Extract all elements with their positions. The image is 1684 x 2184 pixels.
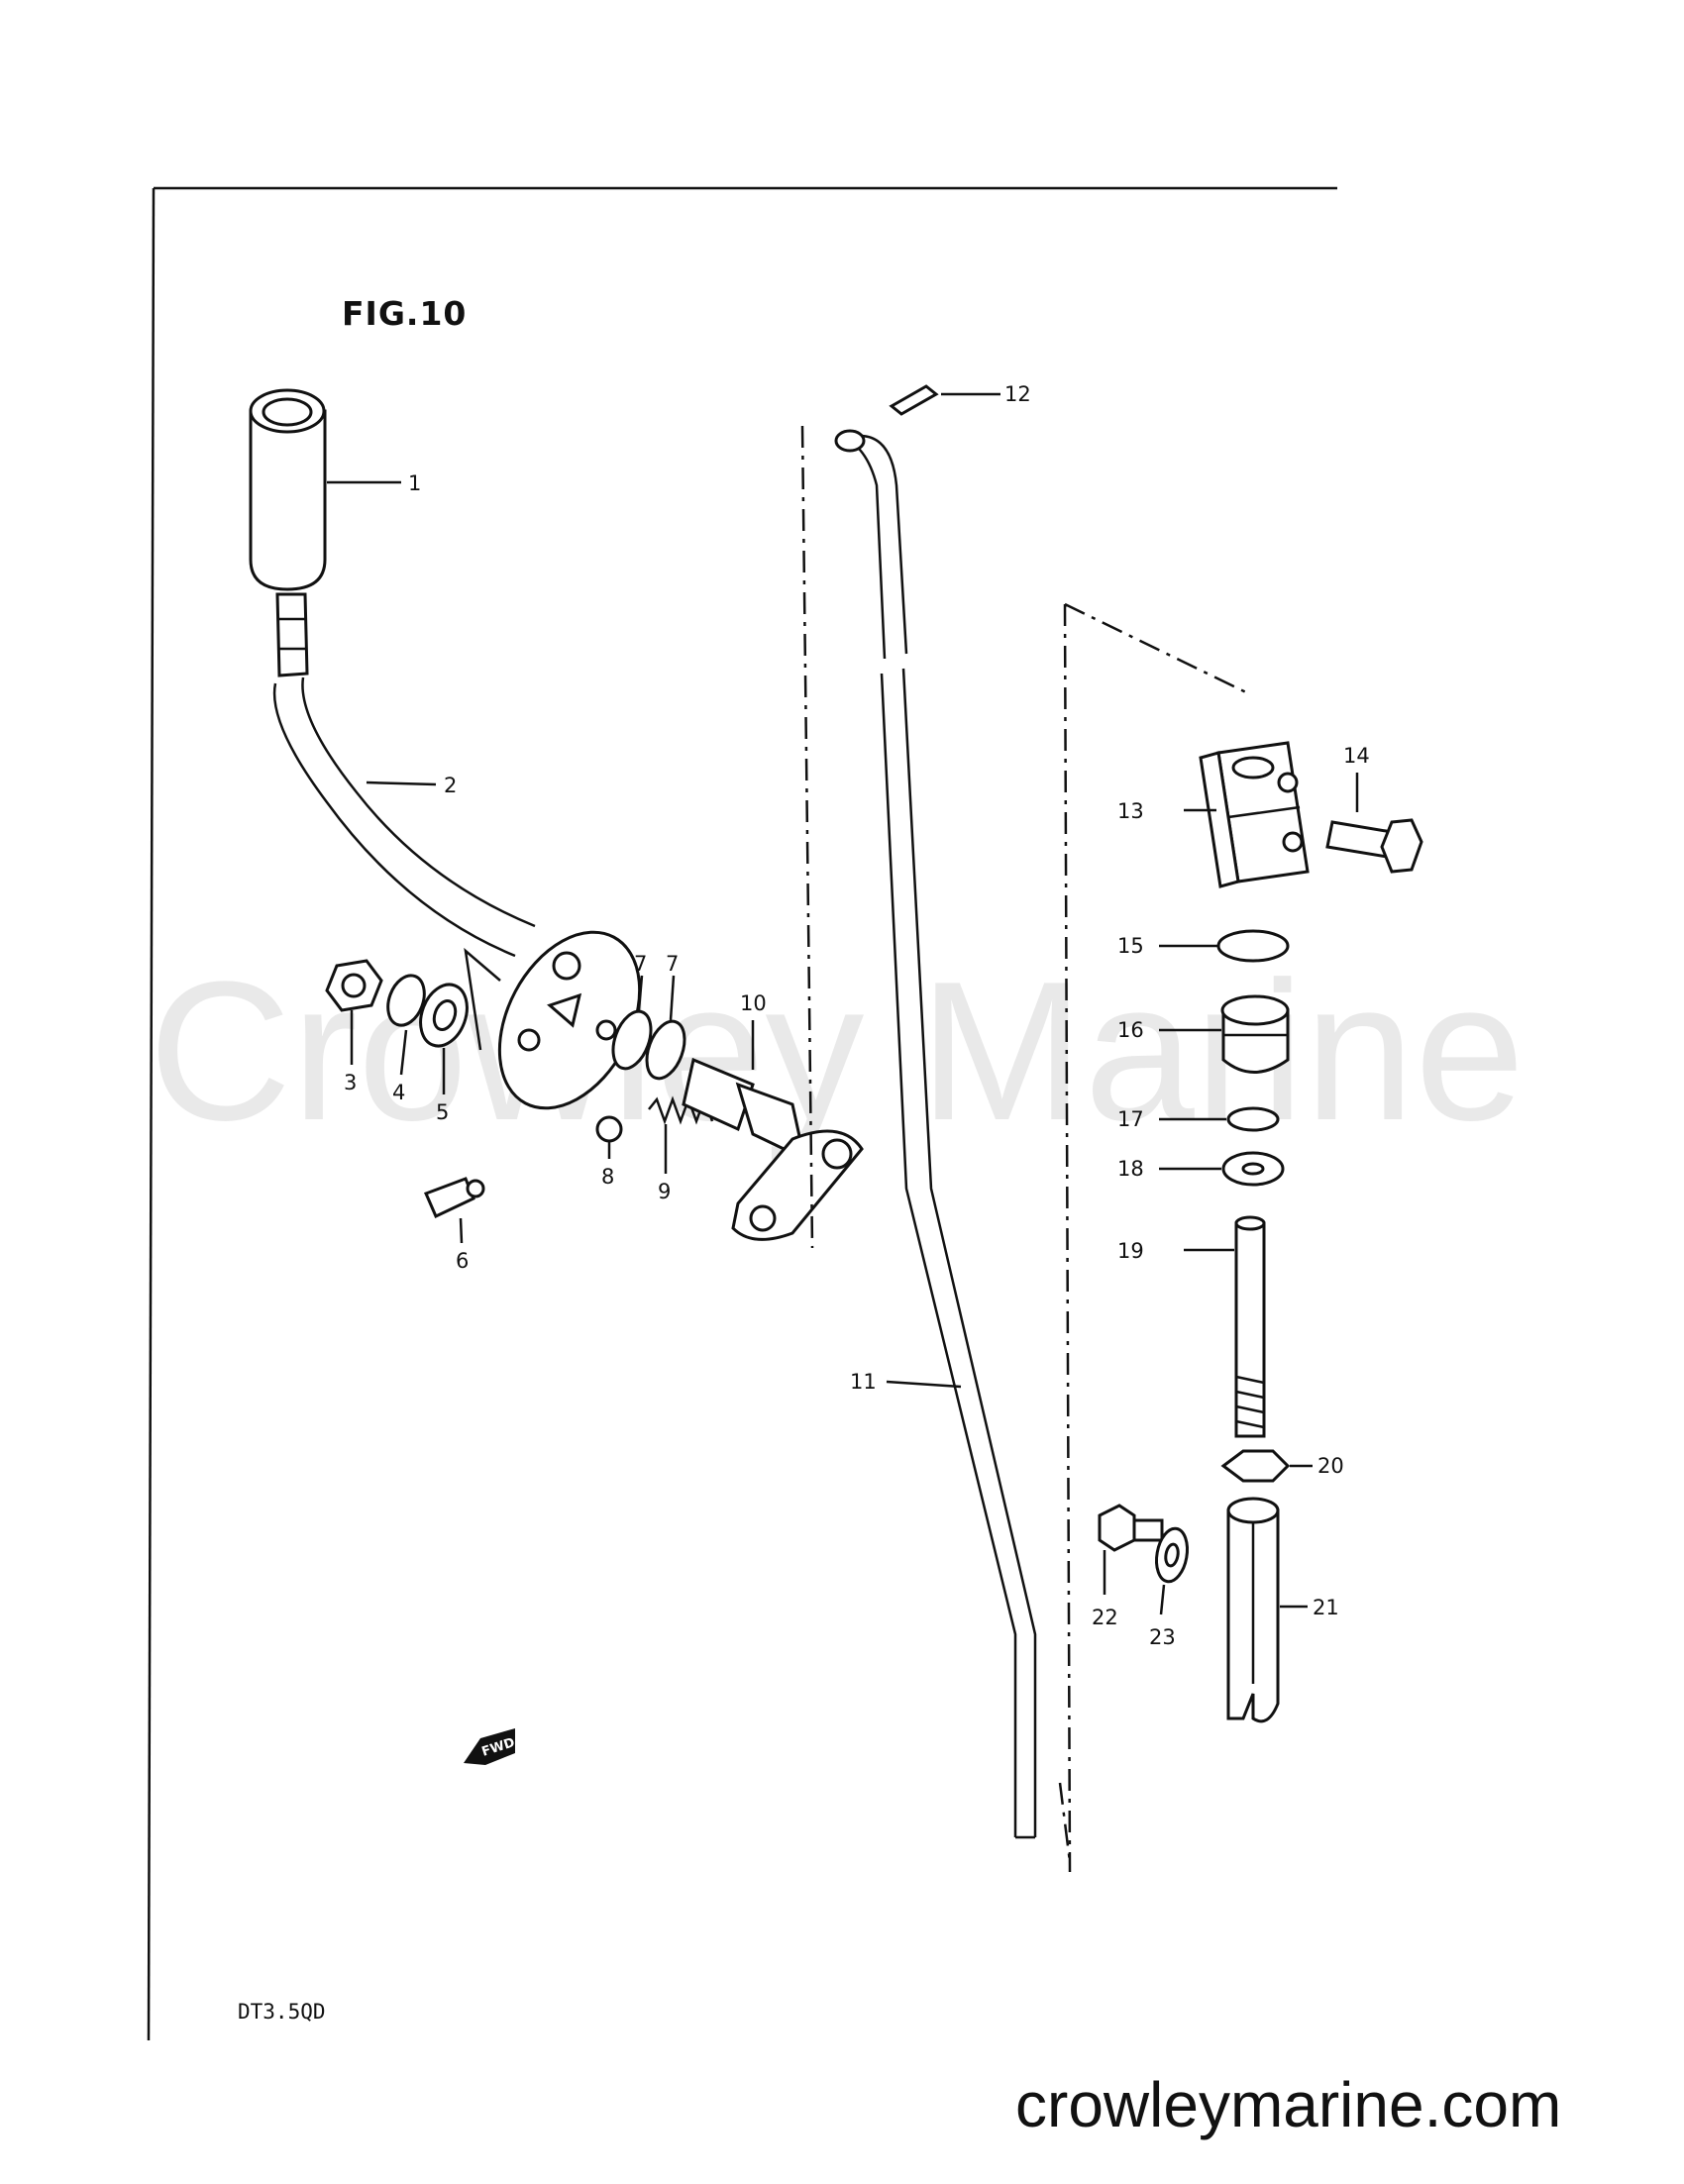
nut-part-b — [1220, 1449, 1291, 1483]
washer-part-b — [1221, 1151, 1285, 1187]
callout-11: 11 — [850, 1370, 877, 1394]
callout-7a: 7 — [634, 952, 647, 976]
callout-12: 12 — [1004, 382, 1031, 406]
callout-16: 16 — [1117, 1018, 1144, 1042]
shift-lever-part — [272, 592, 642, 1110]
shift-rod-part — [834, 429, 1037, 1839]
grease-nipple-part — [423, 1177, 485, 1219]
callout-18: 18 — [1117, 1157, 1144, 1181]
callout-4: 4 — [392, 1081, 405, 1104]
callout-2: 2 — [444, 774, 457, 797]
fwd-arrow-icon: FWD — [464, 1728, 517, 1765]
centerline-right — [1063, 602, 1249, 1873]
o-ring-part-b — [645, 1019, 686, 1081]
model-code: DT3.5QD — [238, 2000, 326, 2024]
callout-9: 9 — [658, 1180, 671, 1203]
callout-5: 5 — [436, 1100, 449, 1124]
washer-part — [419, 983, 469, 1048]
washer-part-c — [1155, 1526, 1189, 1584]
frame-left-line — [147, 187, 156, 2041]
o-ring-part-c — [1216, 929, 1290, 963]
bolt-part — [1325, 818, 1423, 874]
callout-3: 3 — [344, 1071, 357, 1094]
stud-part — [1234, 1215, 1266, 1438]
callout-20: 20 — [1317, 1454, 1344, 1478]
screw-part — [1098, 1504, 1164, 1552]
cotter-pin-part — [889, 384, 939, 416]
knob-part — [249, 388, 327, 591]
nut-part — [325, 959, 383, 1012]
ball-part — [595, 1115, 623, 1143]
callout-6: 6 — [456, 1249, 469, 1273]
joint-part — [1226, 1497, 1280, 1723]
callout-14: 14 — [1343, 744, 1370, 768]
lock-washer-part — [386, 974, 426, 1027]
callout-labels: 1 2 3 4 5 6 7 7 8 9 10 11 12 13 14 15 16… — [344, 382, 1370, 1649]
figure-title: FIG.10 — [342, 294, 467, 333]
callout-21: 21 — [1313, 1596, 1339, 1619]
centerline-rod — [1058, 1782, 1072, 1863]
callout-7b: 7 — [666, 952, 679, 976]
callout-23: 23 — [1149, 1625, 1176, 1649]
grommet-part — [1220, 994, 1290, 1074]
website-url: crowleymarine.com — [1015, 2069, 1561, 2140]
shift-shaft-part — [682, 1057, 864, 1241]
callout-8: 8 — [601, 1165, 614, 1189]
callout-15: 15 — [1117, 934, 1144, 958]
callout-13: 13 — [1117, 799, 1144, 823]
callout-17: 17 — [1117, 1107, 1144, 1131]
clamp-part — [1199, 741, 1310, 888]
callout-22: 22 — [1092, 1606, 1118, 1629]
callout-10: 10 — [740, 991, 767, 1015]
callout-19: 19 — [1117, 1239, 1144, 1263]
callout-1: 1 — [408, 471, 421, 495]
ring-part — [1226, 1106, 1280, 1132]
centerline-left — [800, 425, 814, 1249]
leader-lines — [327, 392, 1359, 1615]
